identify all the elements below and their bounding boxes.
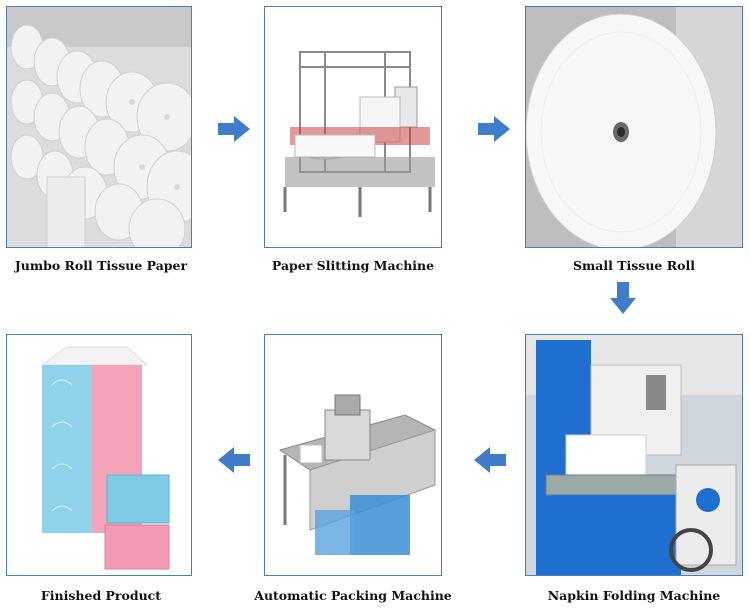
arrow-right-icon	[478, 116, 510, 142]
step-label: Jumbo Roll Tissue Paper	[14, 258, 188, 273]
step-label: Finished Product	[40, 588, 162, 603]
step-label: Small Tissue Roll	[573, 258, 695, 273]
slitting-machine-photo	[264, 6, 442, 248]
packing-machine-photo	[264, 334, 442, 576]
arrow-left-icon	[218, 447, 250, 473]
arrow-right-icon	[218, 116, 250, 142]
small-roll-photo	[525, 6, 743, 248]
step-label: Paper Slitting Machine	[271, 258, 435, 273]
step-label: Automatic Packing Machine	[254, 588, 452, 603]
napkin-folding-machine-photo	[525, 334, 743, 576]
step-label: Napkin Folding Machine	[547, 588, 721, 603]
arrow-left-icon	[474, 447, 506, 473]
finished-product-photo	[6, 334, 192, 576]
arrow-down-icon	[610, 282, 636, 314]
jumbo-roll-photo	[6, 6, 192, 248]
